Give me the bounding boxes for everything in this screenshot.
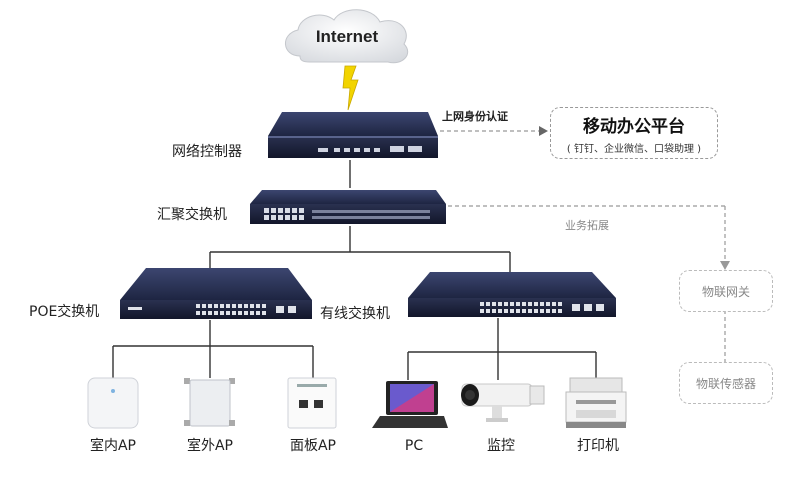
surveillance-camera-icon	[461, 383, 545, 422]
iot-gateway-label: 物联网关	[701, 284, 750, 299]
indoor-ap-icon	[87, 377, 139, 429]
lightning-bolt-icon	[342, 65, 359, 111]
business-label: 业务拓展	[565, 218, 609, 232]
iot-gateway-box: 物联网关	[679, 270, 773, 312]
auth-arrow-head	[539, 126, 548, 136]
printer-icon	[565, 377, 627, 428]
printer-label: 打印机	[577, 437, 619, 454]
wired-switch-device	[408, 272, 616, 317]
panel-ap-label: 面板AP	[290, 438, 336, 454]
poe-switch-label: POE交换机	[29, 303, 99, 320]
controller-label: 网络控制器	[172, 144, 242, 160]
internet-cloud-icon	[285, 9, 409, 64]
iot-sensor-label: 物联传感器	[695, 376, 756, 391]
aggregation-label: 汇聚交换机	[157, 206, 227, 223]
dashed-lines	[440, 130, 726, 362]
outdoor-ap-label: 室外AP	[187, 437, 233, 454]
aggregation-switch-device	[250, 190, 446, 224]
panel-ap-icon	[287, 377, 337, 429]
iot-sensor-box: 物联传感器	[679, 362, 773, 404]
auth-label: 上网身份认证	[442, 109, 508, 123]
wired-switch-label: 有线交换机	[320, 305, 390, 322]
mobile-platform-title: 移动办公平台	[583, 116, 685, 137]
mobile-platform-box: 移动办公平台 ( 钉钉、企业微信、口袋助理 )	[550, 107, 718, 159]
network-controller-device	[268, 112, 438, 158]
business-arrow-head	[720, 261, 730, 270]
indoor-ap-label: 室内AP	[90, 437, 136, 454]
camera-label: 监控	[487, 438, 515, 454]
internet-label: Internet	[316, 27, 379, 46]
connection-lines	[112, 160, 597, 380]
poe-switch-device	[120, 268, 312, 319]
pc-laptop-icon	[372, 381, 448, 428]
mobile-platform-subtitle: ( 钉钉、企业微信、口袋助理 )	[566, 143, 702, 155]
outdoor-ap-icon	[184, 378, 235, 427]
pc-label: PC	[405, 438, 423, 454]
